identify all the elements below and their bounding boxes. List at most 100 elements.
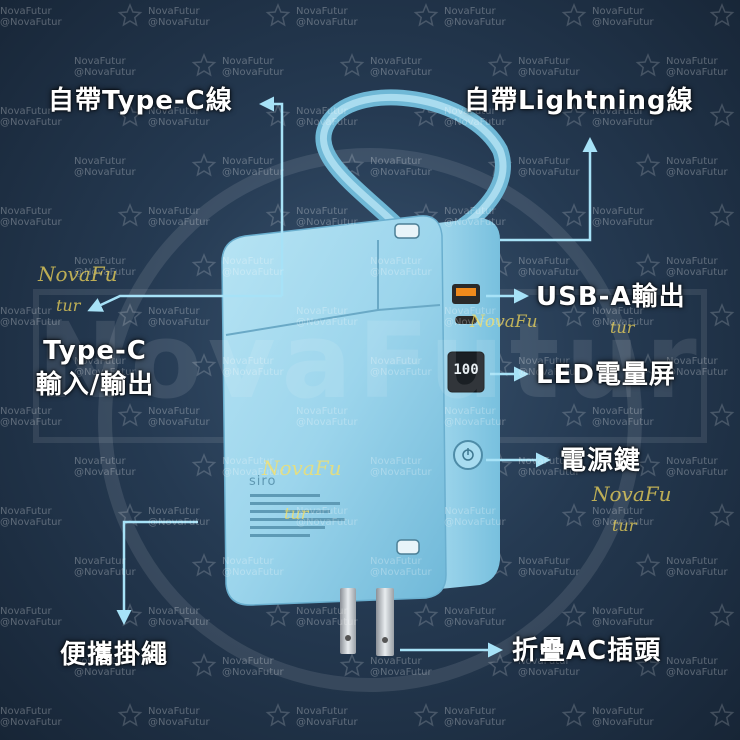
watermark-star-icon xyxy=(487,53,513,77)
watermark-text: NovaFutur@NovaFutur xyxy=(444,706,506,728)
watermark-circle xyxy=(98,148,642,692)
watermark-text: NovaFutur@NovaFutur xyxy=(148,406,210,428)
watermark-text: NovaFutur@NovaFutur xyxy=(296,406,358,428)
watermark-text: NovaFutur@NovaFutur xyxy=(592,706,654,728)
watermark-star-icon xyxy=(561,3,587,27)
device-body xyxy=(221,215,447,606)
watermark-star-icon xyxy=(265,103,291,127)
watermark-text: NovaFutur@NovaFutur xyxy=(148,306,210,328)
label-usba-output: USB-A輸出 xyxy=(536,282,686,312)
watermark-text: NovaFutur@NovaFutur xyxy=(74,356,136,378)
watermark-text: NovaFutur@NovaFutur xyxy=(370,156,432,178)
callout-arrows xyxy=(87,96,598,658)
watermark-text: NovaFutur@NovaFutur xyxy=(222,456,284,478)
watermark-text: NovaFutur@NovaFutur xyxy=(370,556,432,578)
watermark-text: NovaFutur@NovaFutur xyxy=(666,656,728,678)
watermark-text: NovaFutur@NovaFutur xyxy=(148,6,210,28)
watermark-star-icon xyxy=(265,703,291,727)
watermark-text: NovaFutur@NovaFutur xyxy=(74,56,136,78)
watermark-star-icon xyxy=(117,303,143,327)
watermark-star-icon xyxy=(117,403,143,427)
watermark-star-icon xyxy=(709,603,735,627)
watermark-star-icon xyxy=(487,653,513,677)
watermark-text: NovaFutur@NovaFutur xyxy=(518,256,580,278)
watermark-text: NovaFutur@NovaFutur xyxy=(444,306,506,328)
watermark-text: NovaFutur@NovaFutur xyxy=(666,356,728,378)
watermark-text: NovaFutur@NovaFutur xyxy=(296,506,358,528)
script-watermark: tur xyxy=(610,318,635,337)
watermark-star-icon xyxy=(117,3,143,27)
watermark-text: NovaFutur@NovaFutur xyxy=(222,256,284,278)
watermark-star-icon xyxy=(117,103,143,127)
arrow-typec-cable xyxy=(259,96,284,296)
script-watermark: tur xyxy=(284,504,309,523)
watermark-star-icon xyxy=(709,503,735,527)
brand-print: siro xyxy=(249,474,277,489)
watermark-star-icon xyxy=(191,453,217,477)
led-display-value: 100 xyxy=(453,362,479,378)
watermark-text: NovaFutur@NovaFutur xyxy=(444,6,506,28)
watermark-star-icon xyxy=(635,253,661,277)
usb-c-port xyxy=(455,316,477,324)
script-watermark: NovaFu xyxy=(38,262,118,286)
watermark-text: NovaFutur@NovaFutur xyxy=(370,656,432,678)
watermark-text: NovaFutur@NovaFutur xyxy=(444,406,506,428)
watermark-star-icon xyxy=(635,653,661,677)
watermark-star-icon xyxy=(709,403,735,427)
watermark-star-icon xyxy=(709,3,735,27)
label-typec-io-line1: Type-C xyxy=(43,336,147,366)
watermark-text: NovaFutur@NovaFutur xyxy=(222,156,284,178)
watermark-star-icon xyxy=(413,703,439,727)
watermark-text: NovaFutur@NovaFutur xyxy=(0,606,62,628)
watermark-star-icon xyxy=(561,703,587,727)
watermark-star-icon xyxy=(413,603,439,627)
watermark-text: NovaFutur@NovaFutur xyxy=(666,256,728,278)
watermark-text: NovaFutur@NovaFutur xyxy=(444,206,506,228)
label-typec-cable: 自帶Type-C線 xyxy=(48,86,233,116)
label-lightning-cable: 自帶Lightning線 xyxy=(464,86,694,116)
watermark-text: NovaFutur@NovaFutur xyxy=(296,206,358,228)
watermark-star-icon xyxy=(191,553,217,577)
watermark-text: NovaFutur@NovaFutur xyxy=(666,456,728,478)
watermark-text: NovaFutur@NovaFutur xyxy=(518,356,580,378)
watermark-text: NovaFutur@NovaFutur xyxy=(222,556,284,578)
cable-loop-highlight xyxy=(320,93,507,254)
watermark-text: NovaFutur@NovaFutur xyxy=(518,56,580,78)
watermark-star-icon xyxy=(635,53,661,77)
ac-prong-left xyxy=(340,588,356,654)
watermark-star-icon xyxy=(635,353,661,377)
arrow-lanyard xyxy=(116,520,198,625)
watermark-text: NovaFutur@NovaFutur xyxy=(666,56,728,78)
watermark-text: NovaFutur@NovaFutur xyxy=(0,306,62,328)
watermark-star-icon xyxy=(191,653,217,677)
watermark-text: NovaFutur@NovaFutur xyxy=(148,606,210,628)
watermark-text: NovaFutur@NovaFutur xyxy=(592,206,654,228)
label-led-display: LED電量屏 xyxy=(536,360,676,390)
watermark-text: NovaFutur@NovaFutur xyxy=(592,406,654,428)
watermark-star-icon xyxy=(635,553,661,577)
watermark-text: NovaFutur@NovaFutur xyxy=(148,106,210,128)
watermark-text: NovaFutur@NovaFutur xyxy=(666,556,728,578)
watermark-text: NovaFutur@NovaFutur xyxy=(0,206,62,228)
watermark-text: NovaFutur@NovaFutur xyxy=(296,606,358,628)
watermark-star-icon xyxy=(265,603,291,627)
watermark-star-icon xyxy=(413,103,439,127)
connector-top xyxy=(394,223,420,239)
watermark-text: NovaFutur@NovaFutur xyxy=(0,6,62,28)
watermark-star-icon xyxy=(561,103,587,127)
watermark-text: NovaFutur@NovaFutur xyxy=(0,406,62,428)
watermark-text: NovaFutur@NovaFutur xyxy=(74,656,136,678)
watermark-star-icon xyxy=(339,53,365,77)
watermark-star-icon xyxy=(191,253,217,277)
watermark-star-icon xyxy=(191,353,217,377)
watermark-text: NovaFutur@NovaFutur xyxy=(370,356,432,378)
watermark-star-icon xyxy=(339,653,365,677)
watermark-text: NovaFutur@NovaFutur xyxy=(148,206,210,228)
script-watermark: NovaFu xyxy=(592,482,672,506)
watermark-star-icon xyxy=(561,603,587,627)
watermark-text: NovaFutur@NovaFutur xyxy=(370,56,432,78)
watermark-star-icon xyxy=(709,303,735,327)
led-display xyxy=(447,351,485,393)
